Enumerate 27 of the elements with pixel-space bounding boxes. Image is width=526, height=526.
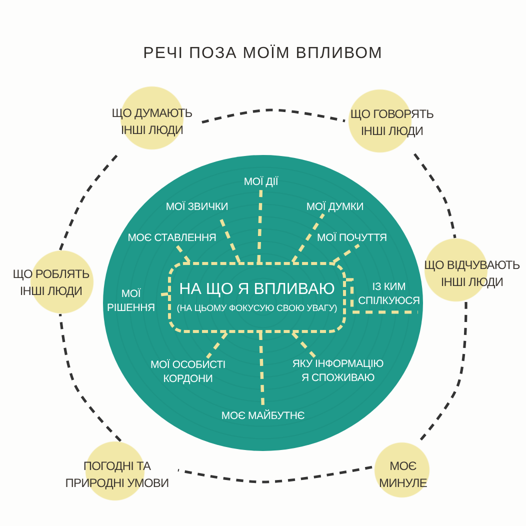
title: РЕЧІ ПОЗА МОЇМ ВПЛИВОМ: [143, 44, 383, 64]
focus-heading: НА ЩО Я ВПЛИВАЮ: [179, 280, 335, 300]
dashed-connector: [257, 189, 263, 262]
dashed-connector: [175, 244, 191, 263]
topic-label: МОЇ РІШЕННЯ: [106, 286, 156, 316]
focus-note: (НА ЦЬОМУ ФОКУСУЮ СВОЮ УВАГУ): [176, 303, 338, 315]
topic-label: МОЄ МАЙБУТНЄ: [221, 408, 305, 424]
dashed-connector: [178, 466, 372, 484]
dashed-connector: [202, 108, 346, 124]
topic-label: ЯКУ ІНФОРМАЦІЮ Я СПОЖИВАЮ: [292, 356, 384, 386]
focus-box: [168, 262, 346, 333]
dashed-connector: [332, 244, 360, 264]
dashed-connector: [217, 213, 241, 263]
dashed-connector: [418, 302, 468, 442]
dashed-connector: [291, 213, 325, 263]
dashed-connector: [346, 278, 418, 314]
topic-label: МОЇ ЗВИЧКИ: [166, 200, 228, 214]
dashed-connector: [414, 153, 456, 238]
topic-label: МОЇ ДІЇ: [244, 174, 278, 190]
topic-label: ІЗ КИМ СПІЛКУЮСЯ: [358, 280, 420, 312]
topic-label: МОЇ ДУМКИ: [306, 200, 364, 214]
dashed-connector: [291, 332, 316, 358]
dashed-connector: [58, 314, 122, 442]
topic-label: МОЄ СТАВЛЕННЯ: [128, 230, 216, 246]
topic-label: МОЇ ОСОБИСТІ КОРДОНИ: [150, 358, 226, 386]
dashed-connector: [206, 332, 228, 359]
topic-label: МОЇ ПОЧУТТЯ: [317, 230, 387, 246]
